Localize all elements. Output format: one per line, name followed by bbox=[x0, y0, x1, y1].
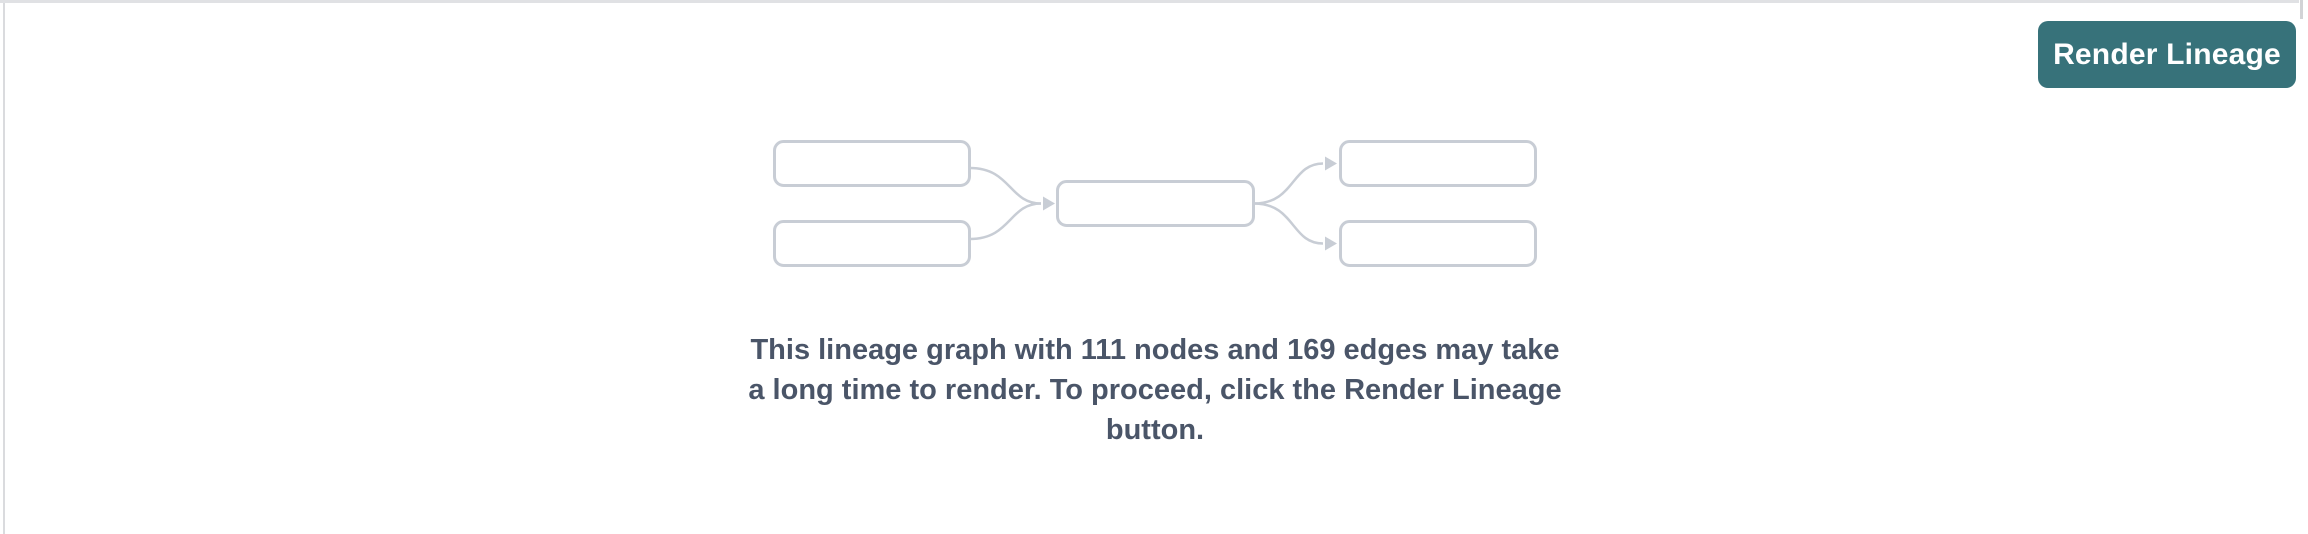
lineage-graph-placeholder-icon bbox=[773, 140, 1537, 267]
lineage-empty-state: This lineage graph with 111 nodes and 16… bbox=[748, 140, 1562, 450]
lineage-edges bbox=[969, 162, 1324, 245]
lineage-warning-message: This lineage graph with 111 nodes and 16… bbox=[705, 330, 1605, 450]
lineage-warning-line-3: button. bbox=[1105, 414, 1205, 446]
render-lineage-button[interactable]: Render Lineage bbox=[2038, 21, 2296, 88]
left-divider bbox=[3, 3, 5, 534]
arrowhead-icons bbox=[1043, 156, 1337, 251]
node-box-right-bottom bbox=[1339, 220, 1537, 267]
lineage-warning-line-1: This lineage graph with 111 nodes and 16… bbox=[750, 334, 1560, 366]
lineage-node-boxes bbox=[773, 140, 1537, 267]
node-box-right-top bbox=[1339, 140, 1537, 187]
node-box-center bbox=[1056, 180, 1255, 227]
lineage-warning-line-2: a long time to render. To proceed, click… bbox=[748, 374, 1562, 406]
node-box-left-top bbox=[773, 140, 971, 187]
right-edge-tick bbox=[2300, 0, 2303, 19]
top-divider bbox=[0, 0, 2299, 3]
node-box-left-bottom bbox=[773, 220, 971, 267]
